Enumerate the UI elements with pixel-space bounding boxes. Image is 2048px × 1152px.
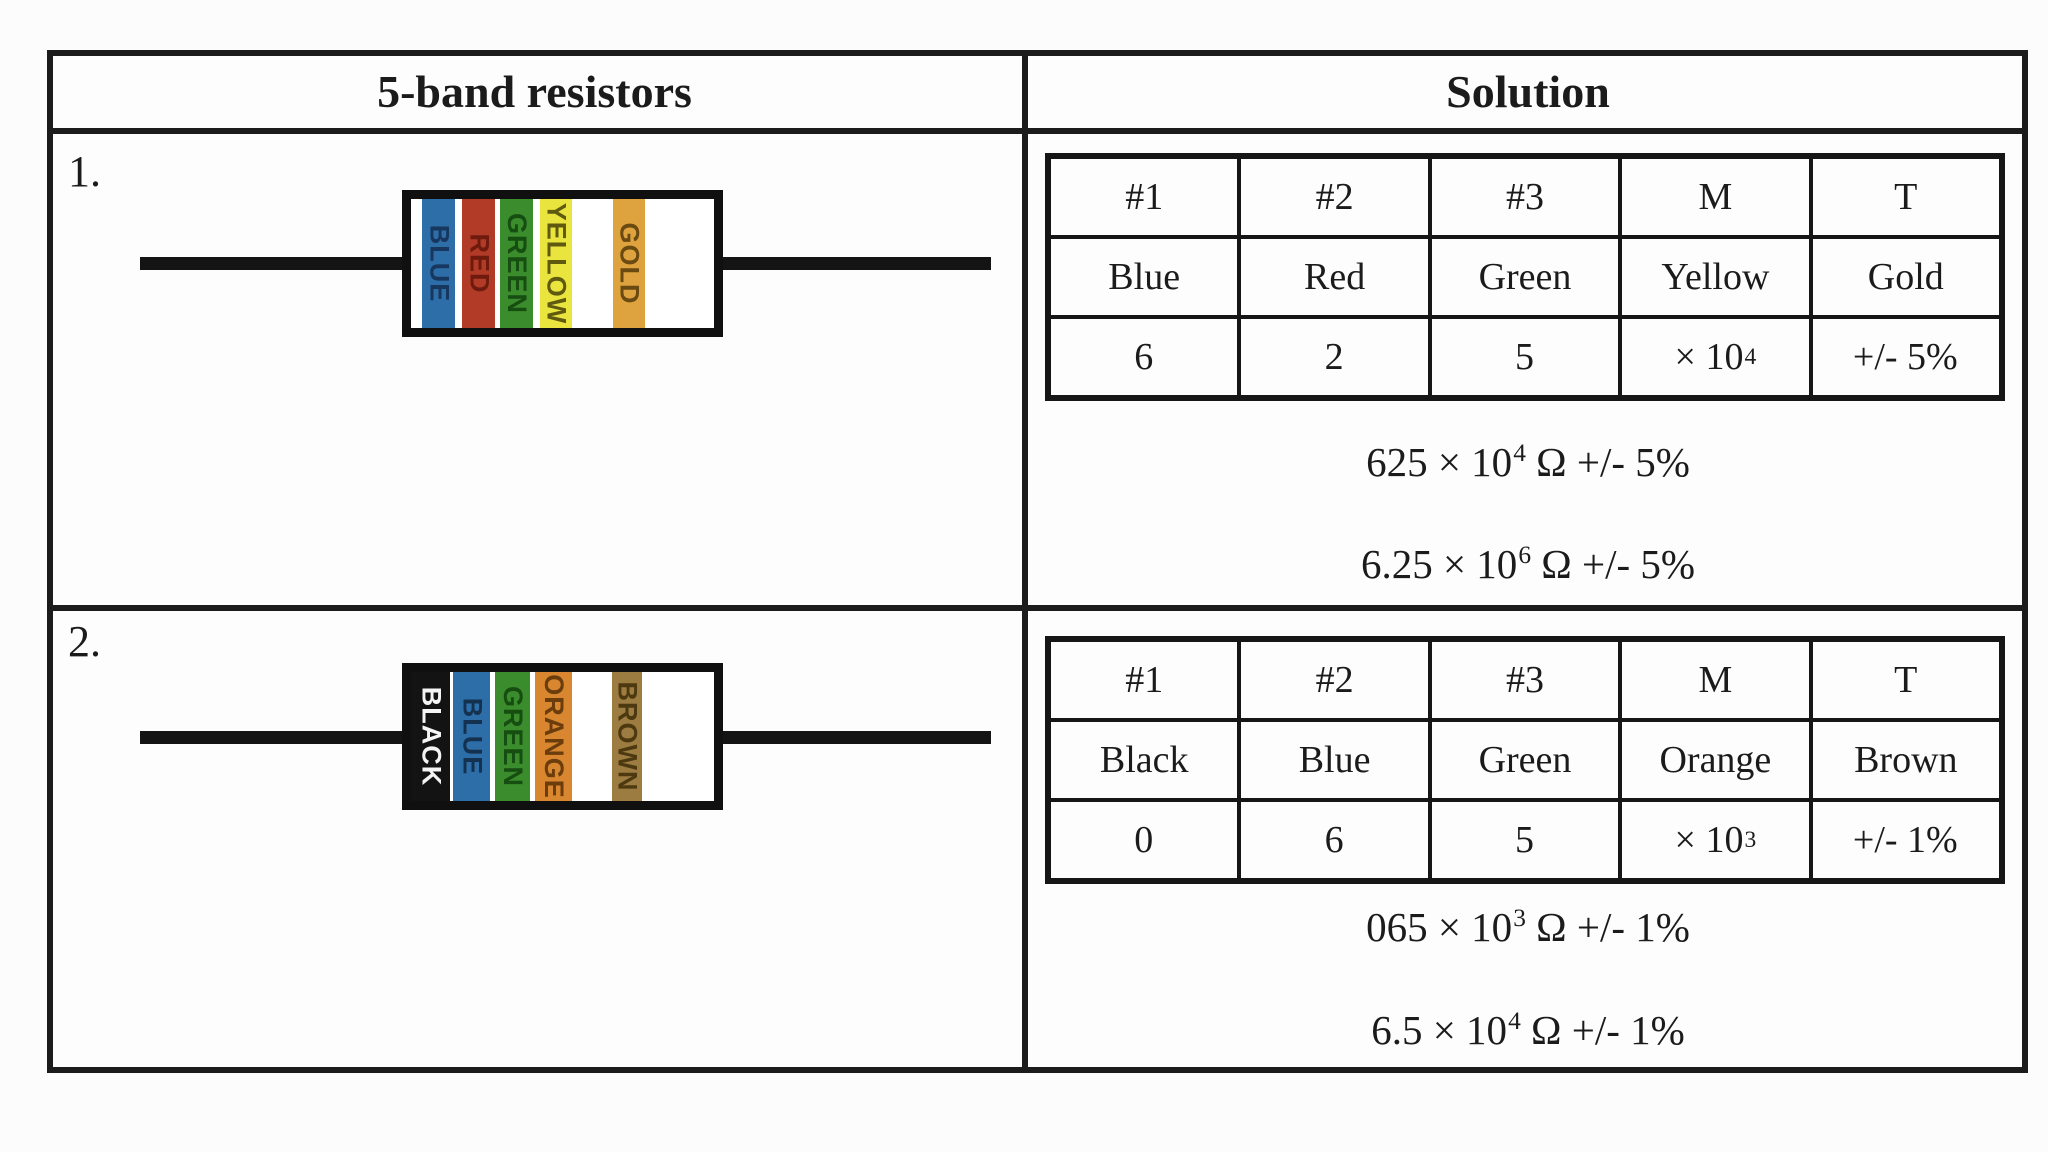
solution-color-cell: Blue	[1049, 237, 1240, 317]
solution-header-cell: M	[1620, 640, 1811, 720]
band-label: GOLD	[614, 222, 645, 305]
solution-header-cell: T	[1810, 640, 2001, 720]
resistor-band-gold: GOLD	[613, 199, 645, 328]
resistor2-lead-right	[721, 731, 991, 744]
resistor1-body: BLUE RED GREEN YELLOW GOLD	[402, 190, 723, 337]
solution-color-cell: Blue	[1239, 720, 1430, 800]
solution-header-cell: #3	[1429, 157, 1621, 237]
header-5band-resistors: 5-band resistors	[377, 66, 692, 117]
resistor-band-blue: BLUE	[453, 672, 490, 801]
resistor-band-green: GREEN	[500, 199, 533, 328]
band-label: YELLOW	[541, 202, 572, 325]
formula-line: 6.5 × 104 Ω +/- 1%	[1371, 1007, 1685, 1053]
band-label: BROWN	[612, 681, 643, 792]
solution-color-cell: Yellow	[1620, 237, 1811, 317]
solution-table-2: #1 #2 #3 M T Black Blue Green Orange Bro…	[1045, 636, 2005, 884]
solution-color-cell: Gold	[1810, 237, 2001, 317]
resistor-band-green: GREEN	[495, 672, 530, 801]
solution-header-cell: #2	[1239, 640, 1430, 720]
solution-value-cell: +/- 1%	[1810, 800, 2001, 880]
formula-line: 625 × 104 Ω +/- 5%	[1366, 439, 1690, 485]
solution-value-cell: 5	[1429, 800, 1621, 880]
resistor2-body: BLACK BLUE GREEN ORANGE BROWN	[402, 663, 723, 810]
row-number-2: 2.	[68, 617, 101, 666]
solution-value-cell: 6	[1049, 317, 1240, 397]
solution-color-cell: Green	[1429, 720, 1621, 800]
resistor-band-black: BLACK	[411, 672, 450, 801]
solution-value-cell: 0	[1049, 800, 1240, 880]
formula-line: 6.25 × 106 Ω +/- 5%	[1360, 541, 1696, 587]
row-number-1: 1.	[68, 147, 101, 196]
solution-header-cell: #1	[1049, 640, 1240, 720]
header-solution: Solution	[1446, 66, 1610, 117]
solution-color-cell: Orange	[1620, 720, 1811, 800]
solution-value-cell: 5	[1429, 317, 1621, 397]
resistor-band-brown: BROWN	[612, 672, 643, 801]
solution-color-cell: Green	[1429, 237, 1621, 317]
band-label: ORANGE	[539, 674, 570, 799]
band-label: GREEN	[498, 685, 528, 788]
resistor1-lead-right	[721, 257, 991, 270]
solution-color-cell: Brown	[1810, 720, 2001, 800]
resistor-band-yellow: YELLOW	[540, 199, 572, 328]
solution-value-cell: 2	[1239, 317, 1430, 397]
column-divider	[1022, 50, 1028, 1073]
resistor-band-blue: BLUE	[422, 199, 455, 328]
resistor-band-orange: ORANGE	[535, 672, 572, 801]
band-label: BLUE	[457, 697, 487, 776]
band-label: BLUE	[424, 224, 454, 303]
solution-table-1: #1 #2 #3 M T Blue Red Green Yellow Gold …	[1045, 153, 2005, 401]
solution-header-cell: #1	[1049, 157, 1240, 237]
solution-header-cell: #3	[1429, 640, 1621, 720]
solution-header-cell: #2	[1239, 157, 1430, 237]
solution-header-cell: T	[1810, 157, 2001, 237]
solution-color-cell: Red	[1239, 237, 1430, 317]
solution-color-cell: Black	[1049, 720, 1240, 800]
header-row-divider	[47, 128, 2028, 134]
resistor1-lead-left	[140, 257, 402, 270]
row-divider	[47, 605, 2028, 611]
resistor2-lead-left	[140, 731, 402, 744]
band-label: RED	[464, 233, 495, 294]
solution-value-cell: +/- 5%	[1810, 317, 2001, 397]
solution-header-cell: M	[1620, 157, 1811, 237]
band-label: GREEN	[502, 212, 532, 315]
band-label: BLACK	[416, 686, 446, 787]
resistor-band-red: RED	[462, 199, 495, 328]
solution-value-cell: 6	[1239, 800, 1430, 880]
formula-line: 065 × 103 Ω +/- 1%	[1366, 904, 1690, 950]
